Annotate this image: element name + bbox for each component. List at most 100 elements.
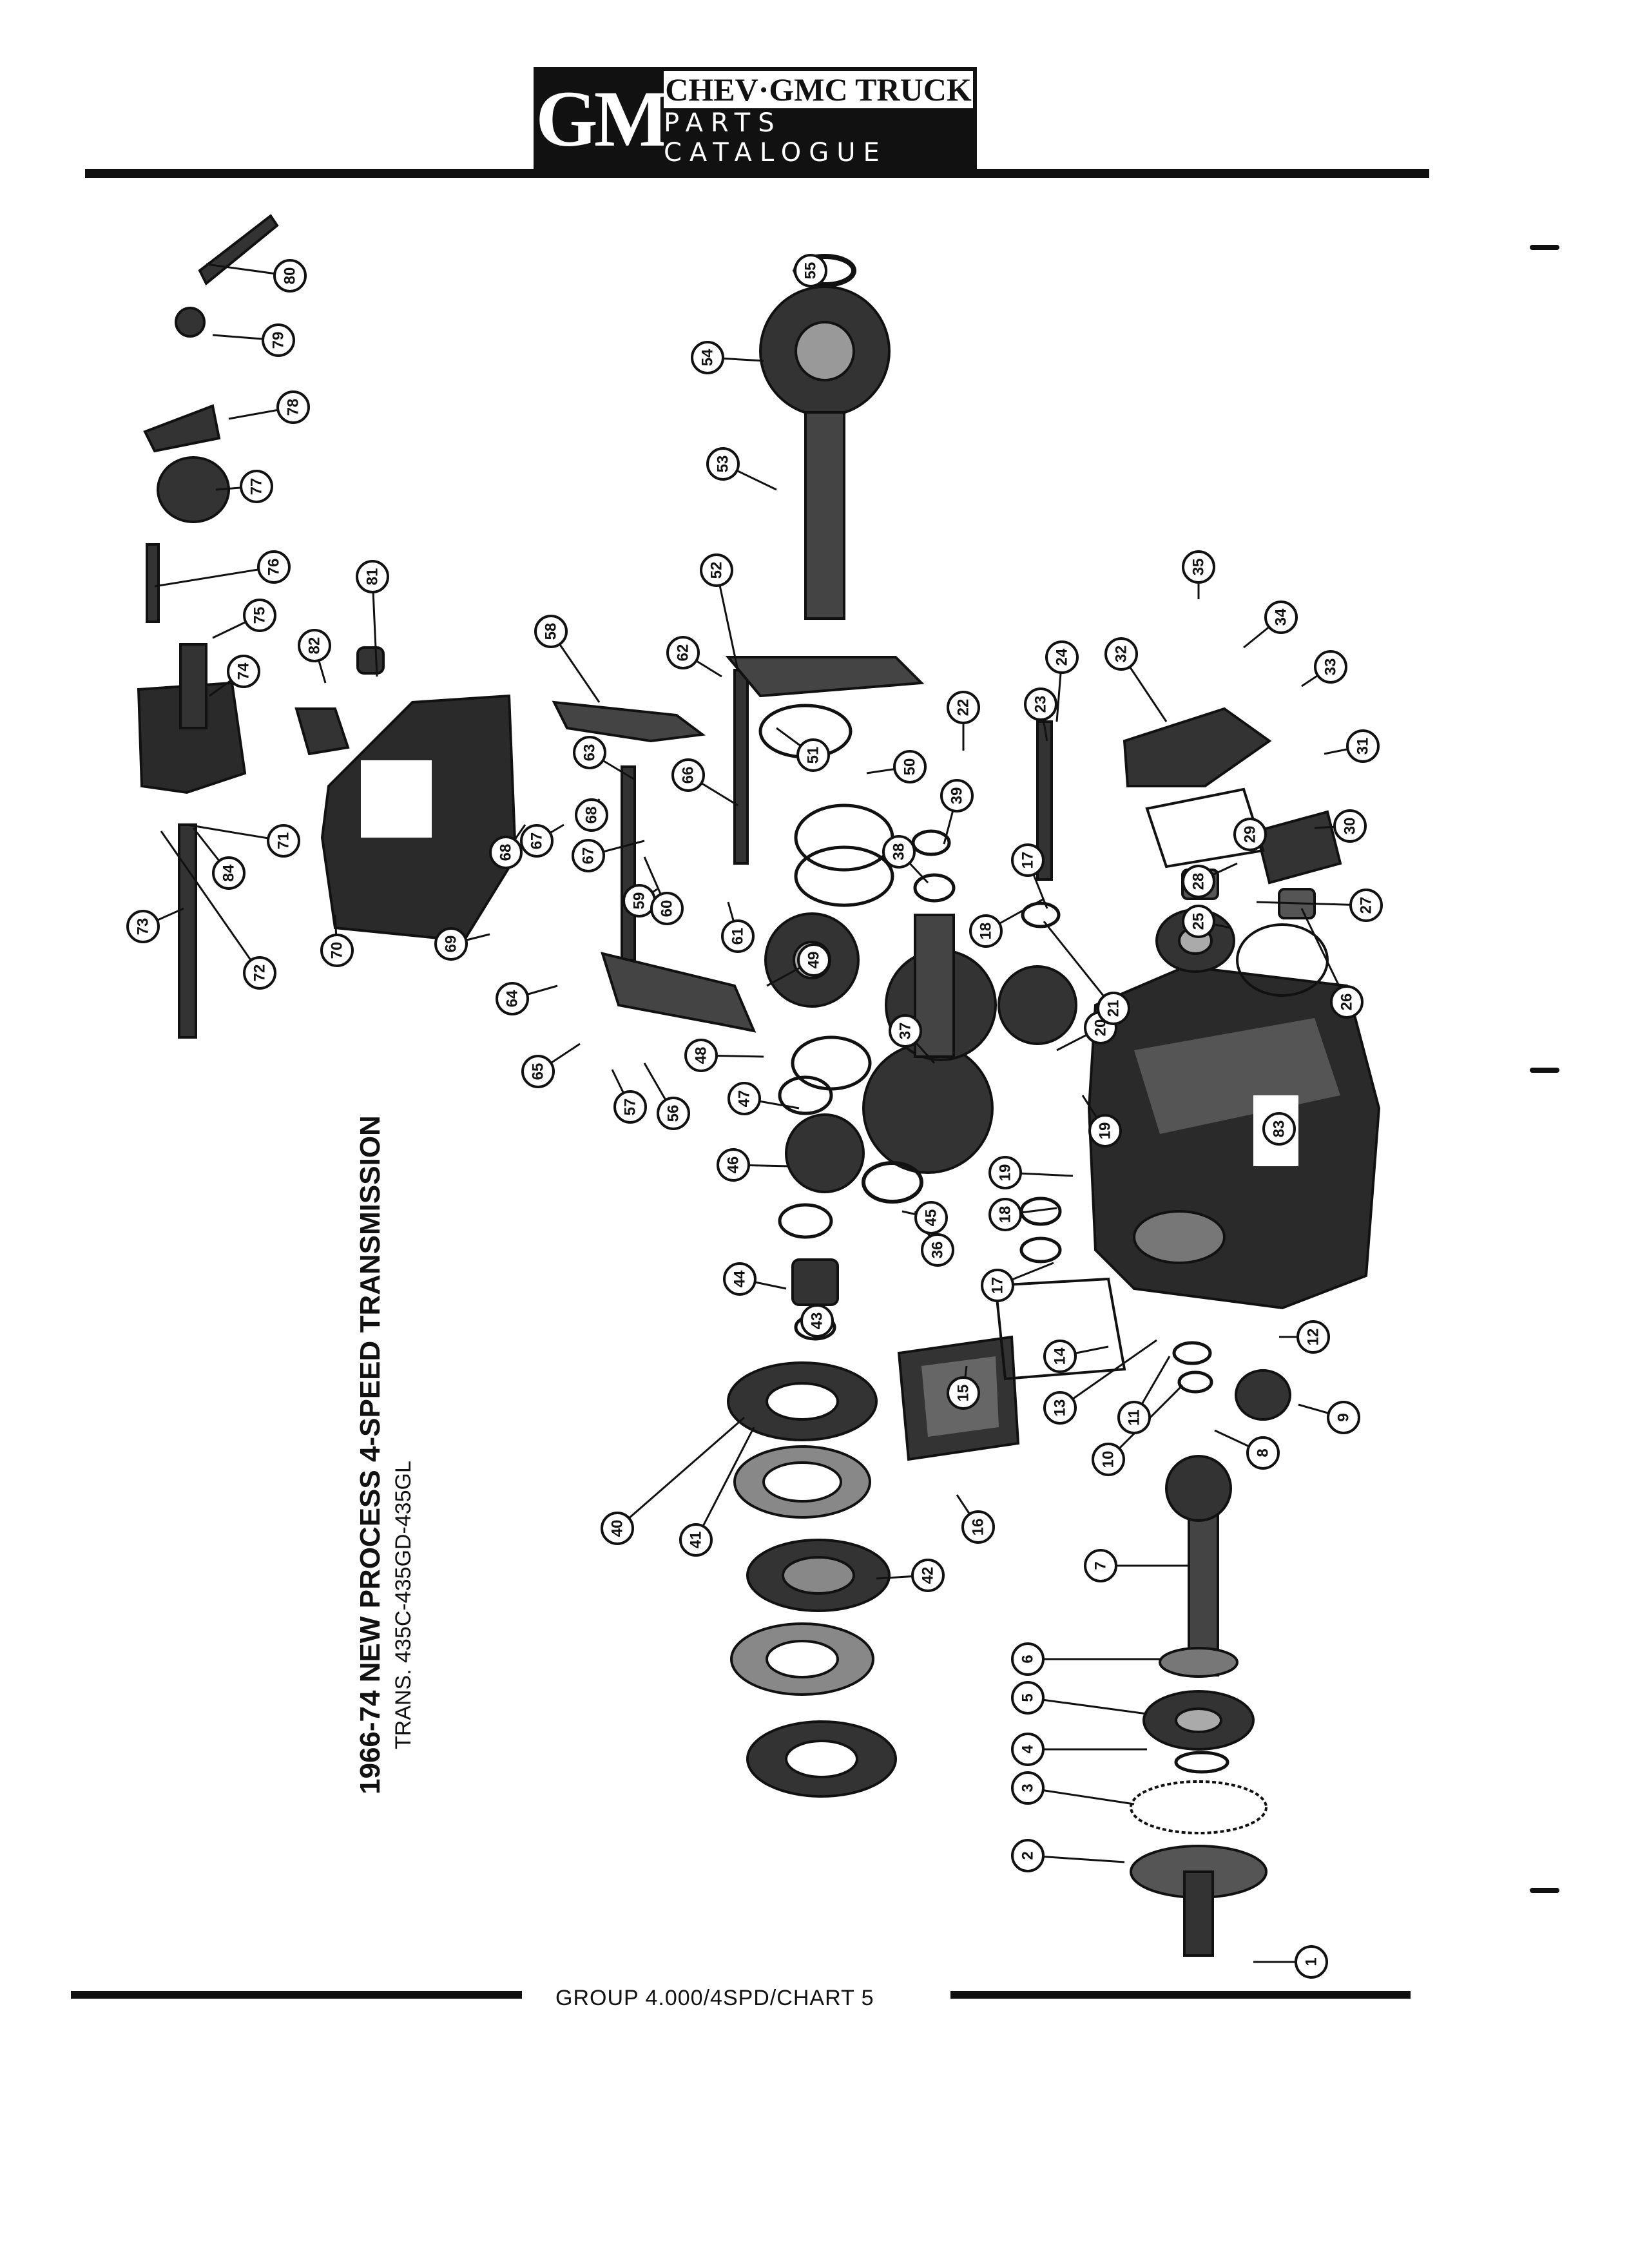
callout-number: 37 bbox=[897, 1023, 914, 1040]
callout-number: 15 bbox=[955, 1385, 972, 1402]
callout-number: 38 bbox=[891, 843, 908, 861]
callout-number: 45 bbox=[923, 1209, 940, 1227]
callout-number: 84 bbox=[220, 864, 238, 881]
callout-62: 62 bbox=[666, 636, 700, 669]
callout-number: 41 bbox=[688, 1532, 705, 1549]
callout-45: 45 bbox=[914, 1201, 948, 1235]
callout-number: 25 bbox=[1190, 913, 1208, 930]
callout-number: 71 bbox=[275, 832, 293, 850]
callout-number: 17 bbox=[989, 1277, 1007, 1294]
callout-circle bbox=[691, 341, 724, 374]
top-cover bbox=[137, 681, 247, 794]
callout-circle bbox=[1024, 687, 1057, 721]
callout-circle bbox=[1045, 640, 1079, 674]
callout-49: 49 bbox=[797, 943, 831, 977]
callout-number: 19 bbox=[997, 1164, 1014, 1182]
callout-number: 27 bbox=[1358, 897, 1375, 914]
callout-circle bbox=[521, 1055, 555, 1088]
callout-54: 54 bbox=[691, 341, 724, 374]
leader-line-40 bbox=[617, 1416, 745, 1530]
callout-circle bbox=[684, 1039, 718, 1072]
callout-51: 51 bbox=[796, 738, 830, 772]
callout-number: 70 bbox=[329, 942, 346, 959]
callout-number: 46 bbox=[725, 1157, 742, 1174]
callout-circle bbox=[262, 323, 295, 357]
callout-17: 17 bbox=[981, 1269, 1014, 1302]
callout-number: 26 bbox=[1338, 994, 1356, 1011]
callout-6: 6 bbox=[1011, 1642, 1045, 1676]
callout-60: 60 bbox=[650, 892, 684, 925]
leader-line-21 bbox=[1043, 921, 1115, 1009]
callout-9: 9 bbox=[1327, 1401, 1360, 1434]
callout-26: 26 bbox=[1330, 985, 1364, 1019]
callout-31: 31 bbox=[1346, 729, 1380, 763]
callout-circle bbox=[914, 1201, 948, 1235]
callout-circle bbox=[1043, 1340, 1077, 1373]
callout-circle bbox=[320, 934, 354, 967]
callout-number: 1 bbox=[1303, 1957, 1320, 1966]
callout-15: 15 bbox=[947, 1376, 980, 1410]
callout-number: 31 bbox=[1354, 738, 1372, 755]
callout-number: 47 bbox=[736, 1090, 753, 1108]
callout-circle bbox=[1264, 601, 1298, 634]
callout-circle bbox=[1333, 809, 1367, 843]
callout-number: 82 bbox=[306, 637, 323, 655]
callout-57: 57 bbox=[613, 1090, 647, 1124]
callout-circle bbox=[298, 629, 331, 662]
callout-circle bbox=[796, 738, 830, 772]
brand-block: CHEV·GMC TRUCK PARTS CATALOGUE bbox=[664, 71, 973, 168]
callout-circle bbox=[573, 736, 606, 769]
edge-mark-top bbox=[1530, 245, 1559, 250]
callout-28: 28 bbox=[1182, 865, 1215, 898]
callout-68: 68 bbox=[575, 798, 608, 832]
callout-number: 22 bbox=[955, 699, 972, 716]
callout-circle bbox=[1330, 985, 1364, 1019]
callout-circle bbox=[800, 1304, 834, 1338]
callout-14: 14 bbox=[1043, 1340, 1077, 1373]
callout-number: 6 bbox=[1019, 1655, 1037, 1663]
callout-circle bbox=[882, 835, 916, 869]
callout-number: 68 bbox=[497, 844, 515, 861]
callout-19: 19 bbox=[988, 1156, 1022, 1189]
callout-number: 77 bbox=[248, 478, 265, 495]
callout-64: 64 bbox=[496, 982, 529, 1015]
callout-19: 19 bbox=[1088, 1114, 1122, 1148]
callout-circle bbox=[728, 1082, 761, 1115]
callout-circle bbox=[679, 1523, 713, 1557]
callout-39: 39 bbox=[940, 779, 974, 812]
callout-16: 16 bbox=[961, 1510, 995, 1544]
callout-42: 42 bbox=[911, 1559, 945, 1592]
callout-77: 77 bbox=[240, 470, 273, 503]
callout-35: 35 bbox=[1182, 550, 1215, 584]
callout-83: 83 bbox=[1262, 1112, 1296, 1146]
callout-5: 5 bbox=[1011, 1681, 1045, 1715]
callout-67: 67 bbox=[572, 839, 605, 872]
callout-circle bbox=[1092, 1443, 1125, 1476]
footer-rule-right bbox=[950, 1991, 1411, 1999]
callout-circle bbox=[947, 1376, 980, 1410]
callout-number: 36 bbox=[929, 1242, 947, 1259]
callout-circle bbox=[1182, 905, 1215, 938]
callout-65: 65 bbox=[521, 1055, 555, 1088]
callout-74: 74 bbox=[227, 655, 260, 688]
callout-circle bbox=[1349, 889, 1383, 922]
header-rule bbox=[85, 169, 1429, 178]
callout-circle bbox=[1295, 1945, 1328, 1979]
callout-number: 10 bbox=[1100, 1451, 1117, 1468]
callout-number: 65 bbox=[530, 1063, 547, 1081]
callout-number: 54 bbox=[699, 349, 717, 366]
callout-30: 30 bbox=[1333, 809, 1367, 843]
leader-line-76 bbox=[154, 566, 275, 588]
callout-50: 50 bbox=[893, 750, 927, 783]
callout-29: 29 bbox=[1233, 818, 1267, 851]
callout-55: 55 bbox=[794, 254, 827, 287]
callout-circle bbox=[613, 1090, 647, 1124]
callout-circle bbox=[1346, 729, 1380, 763]
callout-circle bbox=[1296, 1320, 1330, 1354]
callout-circle bbox=[650, 892, 684, 925]
footer-rule-left bbox=[71, 1991, 522, 1999]
callout-circle bbox=[243, 956, 276, 990]
callout-1: 1 bbox=[1295, 1945, 1328, 1979]
callout-circle bbox=[940, 779, 974, 812]
callout-84: 84 bbox=[212, 856, 246, 890]
